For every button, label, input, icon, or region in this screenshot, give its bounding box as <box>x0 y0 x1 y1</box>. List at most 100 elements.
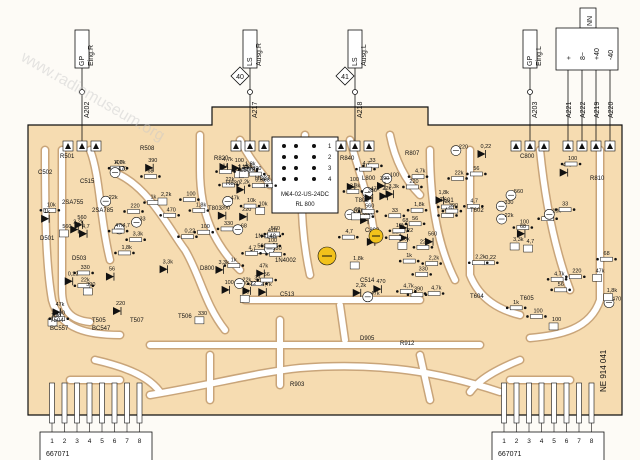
component-footprint: 3,3k <box>215 260 229 274</box>
component-value: 330 <box>419 266 428 272</box>
component-value: 1k <box>231 258 237 264</box>
component-ref: L800 <box>362 176 376 182</box>
component-value: 330 <box>224 221 233 227</box>
component-value: 56 <box>473 166 479 172</box>
component-value: 4,7k <box>431 286 442 292</box>
component-value: 33 <box>243 289 249 295</box>
component-value: 330 <box>272 246 281 252</box>
component-value: 33 <box>254 276 260 282</box>
component-value: 100 <box>114 160 123 166</box>
connector-pin-number: 2 <box>63 438 67 445</box>
component-ref: D503 <box>72 256 87 262</box>
component-value: 1,8k <box>353 256 364 262</box>
component-value: 1,8k <box>245 161 256 167</box>
component-ref: R903 <box>290 382 305 388</box>
component-value: 390 <box>449 203 458 209</box>
component-value: 390 <box>86 282 95 288</box>
component-value: 4,7k <box>261 282 272 288</box>
component-footprint: 4,7 <box>523 239 535 253</box>
component-footprint: 10k <box>388 223 410 234</box>
component-footprint: 220 <box>239 207 251 221</box>
connector-label: Ausg.L <box>361 44 368 66</box>
component-ref: R820 <box>214 156 229 162</box>
component-value: 47k <box>371 291 380 297</box>
component-value: 22k <box>109 195 118 201</box>
component-footprint: 4,7 <box>338 229 359 240</box>
component-footprint: 22k <box>496 213 514 225</box>
component-footprint: 560 <box>357 203 379 214</box>
component-ref: HD37 <box>255 176 271 182</box>
component-value: 68 <box>520 224 526 230</box>
connector-pin-number: 6 <box>565 438 569 445</box>
component-footprint: 47k <box>592 268 605 282</box>
component-layer: 1,8k 4,7 47k 22k 390 330 3,3k 10k 560 2,2k 1k 100 22… <box>38 144 621 388</box>
component-footprint: 1k <box>398 253 420 264</box>
component-footprint: 33 <box>362 158 383 169</box>
component-footprint: 100 <box>560 156 582 167</box>
component-footprint: 2,2k <box>352 283 366 297</box>
component-footprint: 33 <box>131 216 146 228</box>
board-id: NE 914 041 <box>599 349 608 392</box>
component-ref: C502 <box>38 170 53 176</box>
component-footprint: 330 <box>73 265 94 276</box>
power-pad-label: A220 <box>608 102 615 118</box>
component-value: 390 <box>414 287 423 293</box>
component-value: 100 <box>350 177 359 183</box>
component-footprint: 56 <box>256 272 277 283</box>
component-value: 470 <box>612 297 621 303</box>
component-footprint: 390 <box>83 282 95 296</box>
component-value: 22k <box>226 177 235 183</box>
power-tag: NN <box>587 16 594 26</box>
component-footprint: 1,8k <box>114 245 135 256</box>
component-footprint: 100 <box>260 238 282 249</box>
component-footprint: 56 <box>404 216 426 227</box>
component-footprint: 33 <box>239 289 250 303</box>
power-pad-label: A219 <box>594 102 601 118</box>
component-footprint: 4,7k <box>258 282 272 297</box>
component-value: 3,3k <box>218 260 229 266</box>
component-value: 3,3k <box>513 237 524 243</box>
component-footprint: 47k <box>362 291 380 303</box>
component-value: 100 <box>268 238 277 244</box>
component-value: 390 <box>221 206 230 212</box>
component-footprint: 470 <box>373 279 386 294</box>
component-ref: C515 <box>80 179 95 185</box>
component-value: 0,22 <box>245 281 256 287</box>
component-value: 56 <box>264 272 270 278</box>
component-ref: C514 <box>360 278 375 284</box>
component-value: 100 <box>533 308 542 314</box>
component-footprint: 4,7 <box>463 198 484 209</box>
component-value: 220 <box>409 179 418 185</box>
board-pad-pair <box>62 140 102 152</box>
component-value: 68 <box>241 224 247 230</box>
pad-label: A218 <box>357 102 364 118</box>
component-value: 560 <box>365 203 374 209</box>
component-footprint: 560 <box>263 226 285 237</box>
component-footprint: 68 <box>351 207 361 221</box>
component-footprint: 1,8k <box>435 190 449 205</box>
component-ref: R830 <box>226 181 241 187</box>
component-footprint: 100 <box>381 172 399 184</box>
component-footprint: 10k <box>255 201 268 215</box>
component-footprint: 56 <box>466 166 487 177</box>
component-footprint: 1,8k <box>349 256 364 270</box>
connector-label: Eing.L <box>536 46 543 66</box>
component-value: 22k <box>242 278 251 284</box>
component-value: 68 <box>604 251 610 257</box>
power-rail-label: + <box>566 56 573 60</box>
pad-label: A203 <box>532 102 539 118</box>
component-value: 4,7 <box>527 239 535 245</box>
component-footprint: 220 <box>123 203 144 214</box>
component-value: 220 <box>459 145 468 151</box>
board-pad-pair <box>510 140 550 152</box>
component-value: 1k <box>444 199 450 205</box>
component-value: 4,7k <box>415 169 426 175</box>
component-footprint: 10k <box>39 202 61 213</box>
relay-pin-number: 3 <box>328 166 332 172</box>
component-value: 100 <box>568 156 577 162</box>
component-ref: R810 <box>590 176 605 182</box>
component-ref: T505 <box>92 318 106 324</box>
